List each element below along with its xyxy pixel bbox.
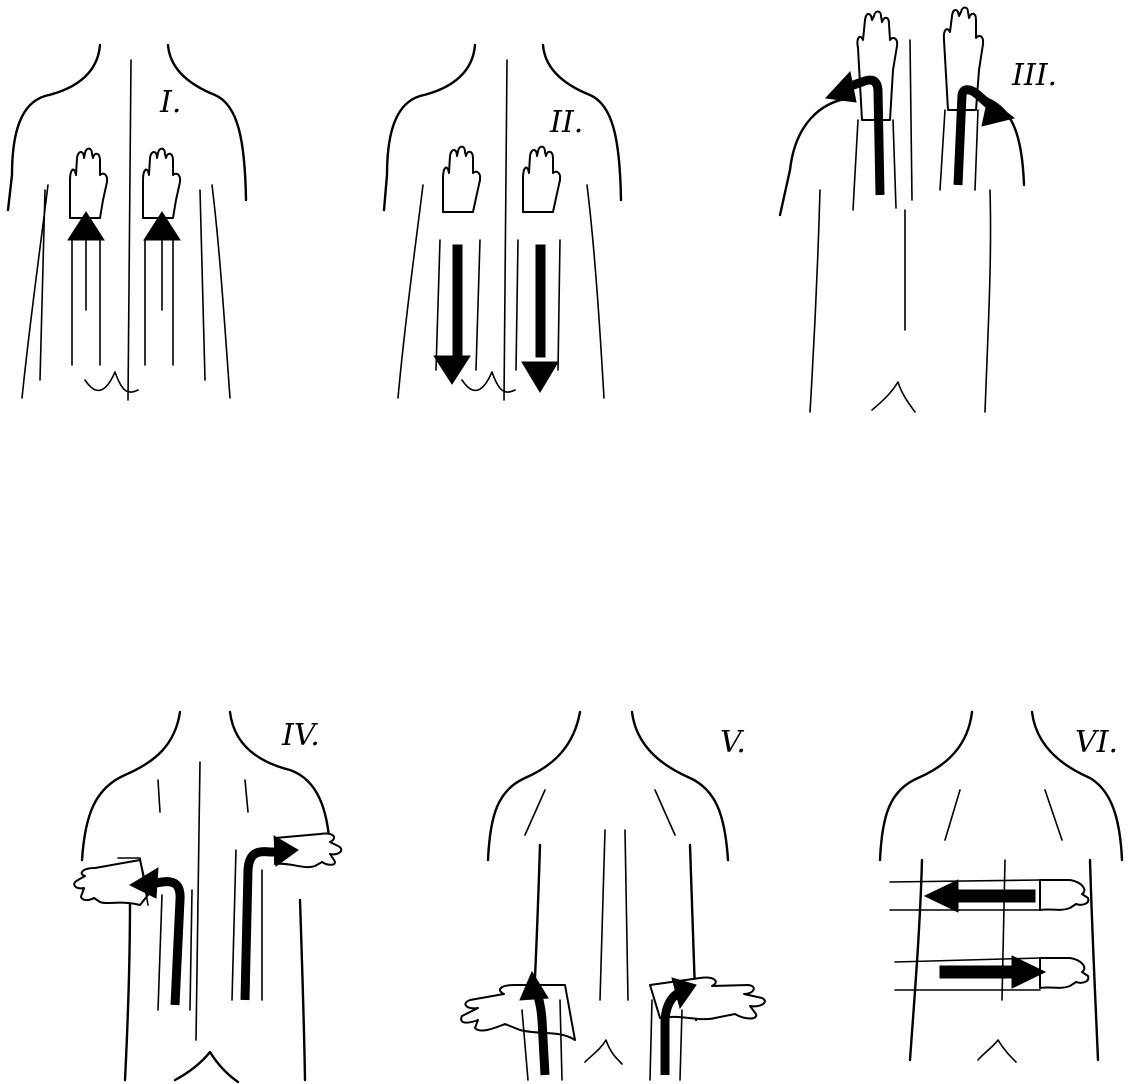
step-label: I. <box>159 85 181 120</box>
figure-step-5: V. <box>461 712 765 1080</box>
arrow-up-left <box>68 212 104 310</box>
back-outline <box>880 712 1122 1062</box>
figure-step-3: III. <box>780 8 1057 413</box>
hand-left-sideways <box>461 985 575 1040</box>
step-label: IV. <box>281 718 320 753</box>
hand-left <box>70 149 107 365</box>
arrow-up-right <box>144 212 180 310</box>
back-outline <box>780 40 1024 412</box>
back-outline <box>384 45 621 400</box>
step-label: II. <box>549 105 583 140</box>
step-label: VI. <box>1075 725 1118 760</box>
back-outline <box>8 45 246 400</box>
arrow-curve-left <box>130 868 192 1010</box>
figure-step-4: IV. <box>74 712 341 1082</box>
arrow-down-right <box>522 245 558 392</box>
figure-step-6: VI. <box>880 712 1122 1062</box>
figure-step-1: I. <box>8 45 246 400</box>
step-label: V. <box>720 725 746 760</box>
arrow-left <box>925 880 1035 912</box>
step-label: III. <box>1011 58 1057 93</box>
figure-step-2: II. <box>384 45 621 400</box>
